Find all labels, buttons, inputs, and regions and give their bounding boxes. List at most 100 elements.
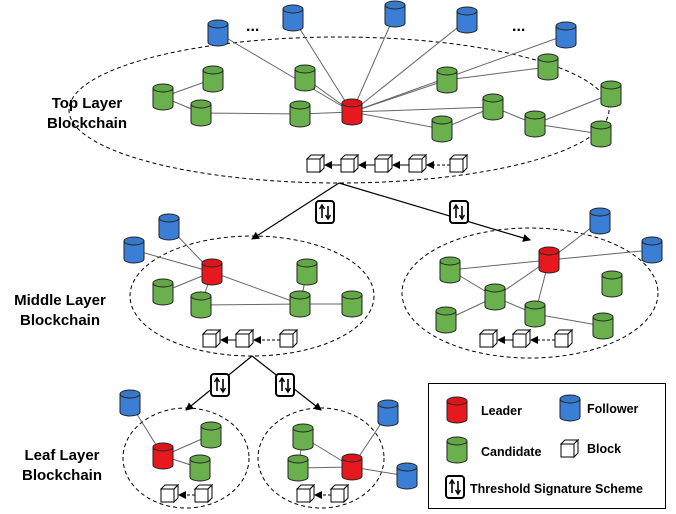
- legend-box: Leader Follower Candidate Block Threshol…: [428, 383, 666, 509]
- top-block: [448, 153, 469, 174]
- middle-left-follower-icon: [158, 213, 180, 241]
- leaf-right-block: [329, 483, 350, 504]
- middle-left-candidate-icon: [289, 290, 311, 318]
- legend-block-label: Block: [587, 442, 622, 456]
- middle-left-candidate-icon: [190, 291, 212, 319]
- middle-right-edge: [534, 313, 604, 327]
- top-follower-icon: [207, 19, 229, 47]
- top-edge: [351, 111, 443, 130]
- ellipsis-right: ...: [512, 18, 526, 35]
- top-edge: [351, 79, 448, 113]
- top-block: [407, 153, 428, 174]
- middle-left-leader-icon: [201, 258, 223, 286]
- arrow-top-to-middle-left: [251, 182, 340, 240]
- top-candidate-icon: [524, 110, 546, 138]
- middle-left-edge: [211, 271, 301, 305]
- middle-right-candidate-icon: [524, 300, 546, 328]
- middle-left-candidate-icon: [341, 290, 363, 318]
- top-candidate-icon: [202, 65, 224, 93]
- top-edge: [200, 112, 301, 115]
- middle-layer-label: Middle Layer Blockchain: [14, 292, 106, 329]
- middle-left-candidate-icon: [152, 278, 174, 306]
- leaf-left-candidate-icon: [200, 421, 222, 449]
- leaf-left-candidate-icon: [189, 454, 211, 482]
- legend-block-icon: [559, 438, 580, 459]
- top-candidate-icon: [600, 80, 622, 108]
- leaf-right-candidate-icon: [287, 454, 309, 482]
- middle-left-block: [234, 328, 255, 349]
- top-edge: [351, 19, 468, 113]
- top-candidate-icon: [436, 66, 458, 94]
- middle-right-candidate-icon: [592, 312, 614, 340]
- leaf-right-follower-icon: [377, 399, 399, 427]
- leaf-left-follower-icon: [119, 389, 141, 417]
- top-candidate-icon: [537, 53, 559, 81]
- middle-right-candidate-icon: [439, 256, 461, 284]
- leaf-left-leader-icon: [152, 442, 174, 470]
- leaf-right-candidate-icon: [292, 423, 314, 451]
- leaf-right-block: [295, 483, 316, 504]
- middle-right-block: [511, 328, 532, 349]
- top-candidate-icon: [590, 120, 612, 148]
- middle-left-block: [278, 328, 299, 349]
- top-edge: [217, 32, 353, 113]
- threshold-signature-icon: [275, 373, 295, 397]
- leaf-right-leader-icon: [341, 453, 363, 481]
- middle-right-edge: [449, 259, 550, 271]
- top-layer-ellipse: [68, 36, 610, 184]
- top-candidate-icon: [431, 115, 453, 143]
- leaf-left-block: [193, 483, 214, 504]
- top-candidate-icon: [482, 93, 504, 121]
- middle-right-candidate-icon: [435, 306, 457, 334]
- top-edge: [534, 123, 602, 135]
- arrow-top-to-middle-right: [338, 182, 531, 242]
- top-candidate-icon: [289, 100, 311, 128]
- threshold-signature-icon: [210, 373, 230, 397]
- middle-left-follower-icon: [123, 236, 145, 264]
- top-edge: [534, 93, 612, 125]
- middle-right-candidate-icon: [601, 270, 623, 298]
- ellipsis-left: ...: [246, 18, 260, 35]
- top-edge: [351, 13, 396, 113]
- top-candidate-icon: [294, 64, 316, 92]
- top-edge: [351, 106, 494, 113]
- top-edge: [446, 66, 549, 81]
- leaf-right-follower-icon: [396, 462, 418, 490]
- legend-tss-label: Threshold Signature Scheme: [470, 482, 643, 496]
- top-edge: [292, 17, 353, 113]
- middle-right-block: [553, 328, 574, 349]
- middle-right-follower-icon: [641, 236, 663, 264]
- middle-right-candidate-icon: [484, 283, 506, 311]
- leaf-left-block: [159, 483, 180, 504]
- legend-follower-icon: [559, 394, 581, 422]
- middle-left-block: [201, 328, 222, 349]
- legend-candidate-label: Candidate: [481, 445, 542, 459]
- top-block: [339, 153, 360, 174]
- middle-left-edge: [200, 303, 301, 306]
- top-block: [373, 153, 394, 174]
- legend-leader-icon: [446, 396, 468, 424]
- legend-candidate-icon: [446, 436, 468, 464]
- leaf-layer-label: Leaf Layer Blockchain: [21, 447, 103, 484]
- legend-follower-label: Follower: [587, 402, 639, 416]
- middle-right-ellipse: [401, 227, 659, 359]
- legend-threshold-signature-icon: [445, 475, 465, 499]
- middle-left-edge: [133, 249, 213, 273]
- top-follower-icon: [384, 0, 406, 28]
- top-follower-icon: [282, 4, 304, 32]
- top-edge: [351, 34, 567, 113]
- threshold-signature-icon: [315, 200, 335, 224]
- top-candidate-icon: [190, 99, 212, 127]
- legend-leader-label: Leader: [481, 404, 522, 418]
- top-candidate-icon: [152, 83, 174, 111]
- leaf-right-ellipse: [257, 407, 385, 509]
- middle-left-candidate-icon: [296, 258, 318, 286]
- top-follower-icon: [555, 21, 577, 49]
- middle-right-follower-icon: [589, 207, 611, 235]
- middle-right-edge: [548, 249, 653, 261]
- top-follower-icon: [456, 6, 478, 34]
- top-layer-label: Top Layer Blockchain: [46, 95, 128, 132]
- threshold-signature-icon: [449, 200, 469, 224]
- top-leader-icon: [341, 98, 363, 126]
